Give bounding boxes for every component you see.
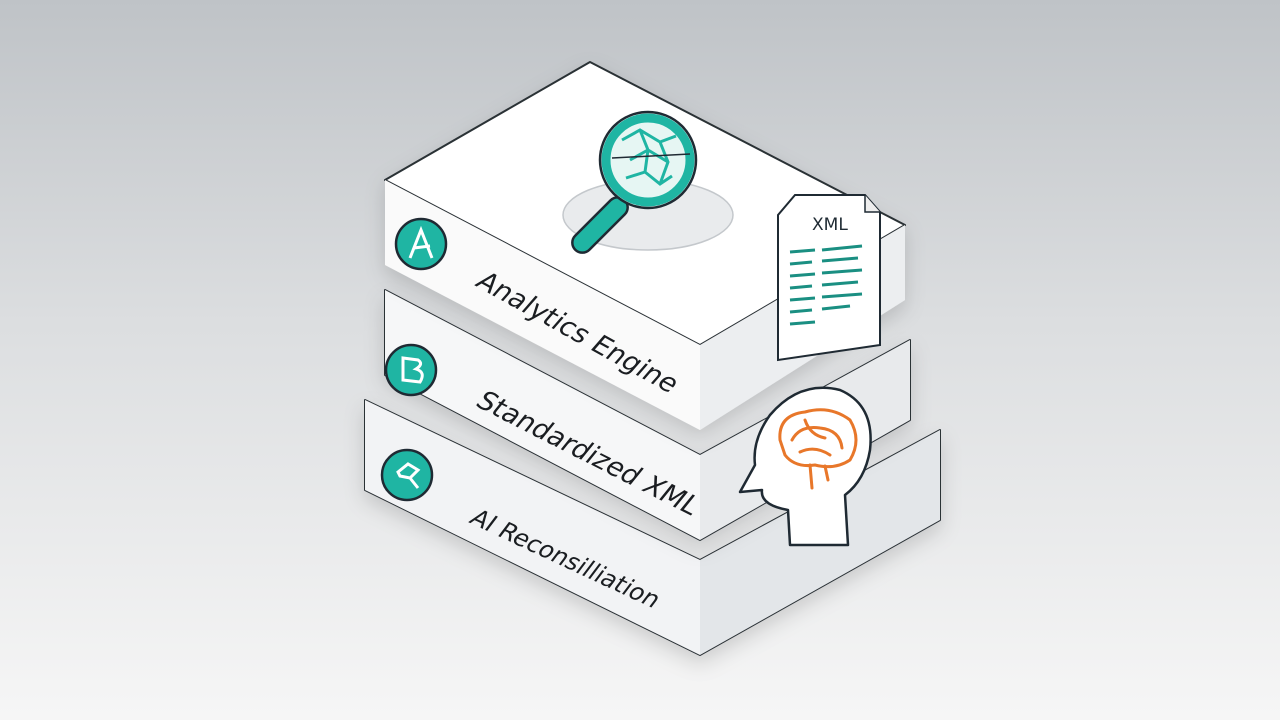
xml-document-title: XML	[812, 215, 848, 235]
reconciliation-icon	[380, 448, 434, 502]
analytics-icon	[394, 217, 448, 271]
head-brain-icon	[738, 386, 872, 547]
magnifying-glass-icon	[562, 110, 734, 254]
document-b-icon	[384, 343, 438, 397]
xml-document-icon: XML	[777, 194, 881, 362]
